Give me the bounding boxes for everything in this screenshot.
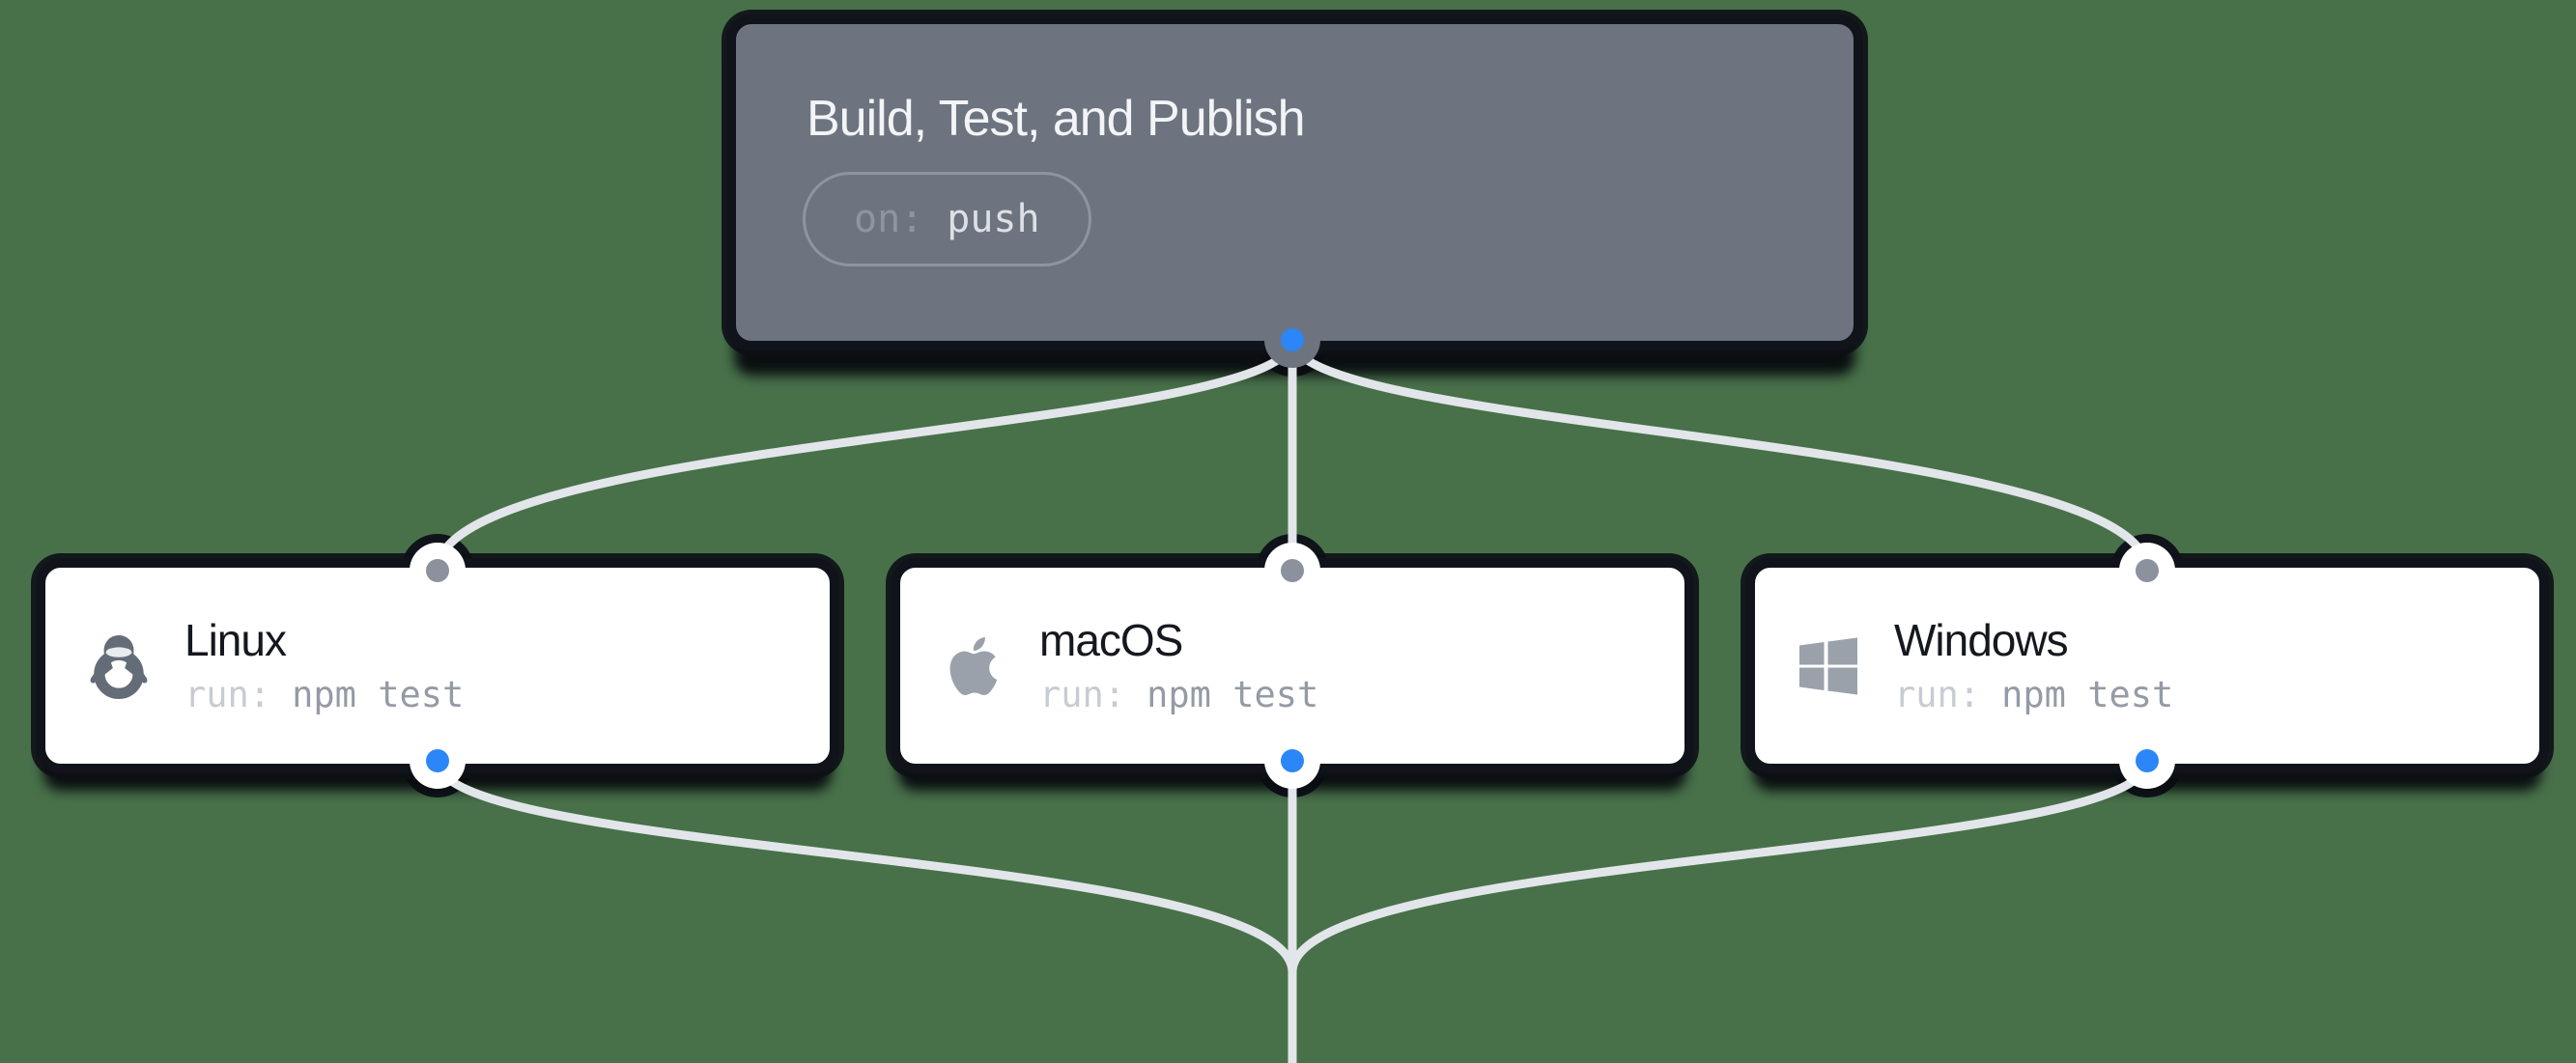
- linux-output-connector: [410, 733, 466, 789]
- job-title: Linux: [184, 614, 287, 665]
- job-title: Windows: [1894, 614, 2069, 665]
- job-command: run: npm test: [1894, 674, 2173, 716]
- connector-dot-output: [1281, 749, 1304, 772]
- connector-dot-input: [426, 559, 449, 582]
- linux-input-connector: [410, 543, 466, 599]
- linux-tux-icon: [84, 631, 154, 701]
- windows-output-connector: [2119, 733, 2175, 789]
- apple-icon: [939, 631, 1008, 701]
- job-card-content: macOS run: npm test: [900, 568, 1684, 764]
- command-key: run:: [1039, 673, 1126, 715]
- command-key: run:: [184, 673, 271, 715]
- job-text: macOS run: npm test: [1039, 615, 1318, 716]
- command-key: run:: [1894, 673, 1981, 715]
- edge-trigger-to-windows: [1288, 335, 2152, 575]
- trigger-card[interactable]: Build, Test, and Publish on: push: [726, 14, 1863, 350]
- command-value: npm test: [292, 673, 465, 715]
- edge-linux-to-next: [433, 756, 1297, 977]
- edge-windows-to-next: [1288, 756, 2152, 977]
- job-text: Linux run: npm test: [184, 615, 464, 716]
- trigger-output-connector: [1264, 312, 1320, 368]
- job-command: run: npm test: [184, 674, 464, 716]
- windows-input-connector: [2119, 543, 2175, 599]
- job-card-content: Windows run: npm test: [1755, 568, 2539, 764]
- job-text: Windows run: npm test: [1894, 615, 2173, 716]
- trigger-title: Build, Test, and Publish: [807, 91, 1306, 147]
- command-value: npm test: [2001, 673, 2174, 715]
- badge-value: push: [947, 197, 1040, 241]
- connector-dot-output: [1281, 328, 1304, 351]
- connector-dot-output: [426, 749, 449, 772]
- job-card-content: Linux run: npm test: [45, 568, 830, 764]
- badge-key: on:: [854, 197, 924, 241]
- macos-output-connector: [1264, 733, 1320, 789]
- connector-dot-input: [2136, 559, 2159, 582]
- job-command: run: npm test: [1039, 674, 1318, 716]
- connector-dot-output: [2136, 749, 2159, 772]
- connector-dot-input: [1281, 559, 1304, 582]
- trigger-event-badge: on: push: [803, 172, 1091, 266]
- job-title: macOS: [1039, 614, 1183, 665]
- command-value: npm test: [1146, 673, 1319, 715]
- edge-trigger-to-linux: [433, 335, 1297, 575]
- macos-input-connector: [1264, 543, 1320, 599]
- windows-icon: [1794, 631, 1863, 701]
